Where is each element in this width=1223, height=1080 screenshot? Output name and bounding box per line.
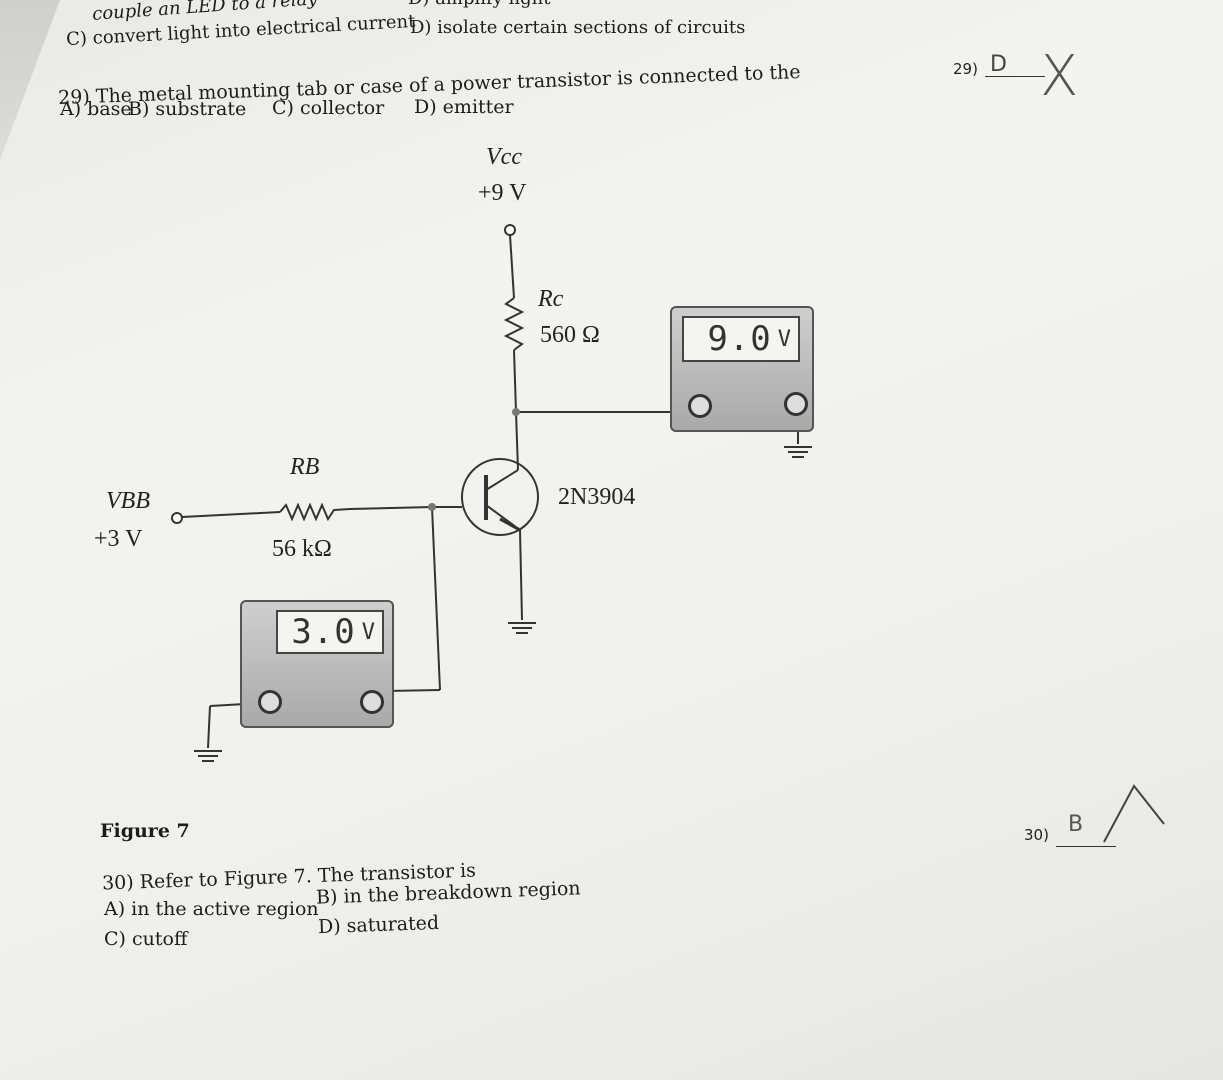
q30-answer: B (1068, 812, 1084, 837)
rc-value: 560 Ω (540, 322, 600, 348)
q29-answer: D (990, 52, 1007, 77)
base-voltage-reading: 3.0 (291, 612, 356, 652)
q30-option-d: D) saturated (317, 911, 440, 939)
rc-label: Rc (538, 286, 564, 312)
collector-voltage-reading: 9.0 (707, 319, 772, 359)
rb-value: 56 kΩ (272, 536, 332, 562)
q29-option-d: D) emitter (414, 96, 514, 118)
meter-b-terminal-icon (360, 690, 384, 714)
q30-option-c: C) cutoff (104, 928, 188, 950)
prev-option-b: D) amplify light (408, 0, 550, 9)
vbb-label: VBB (106, 488, 150, 514)
meter-b-terminal-icon (258, 690, 282, 714)
meter-c-terminal-icon (784, 392, 808, 416)
emitter-ground-symbol (508, 622, 536, 637)
q29-answer-line (985, 76, 1045, 77)
base-voltage-unit: V (361, 619, 376, 645)
q29-option-c: C) collector (272, 97, 385, 119)
q29-answer-label: 29) (953, 60, 978, 78)
prev-option-d: D) isolate certain sections of circuits (410, 17, 746, 38)
q30-check-mark-icon (1103, 784, 1165, 843)
rb-label: RB (290, 454, 320, 480)
transistor-part-number: 2N3904 (558, 484, 636, 510)
meter-c-ground-symbol (784, 446, 812, 461)
q29-option-b: B) substrate (128, 98, 247, 120)
q30-answer-label: 30) (1024, 826, 1049, 844)
q30-answer-line (1056, 846, 1116, 847)
vbb-value: +3 V (94, 526, 143, 552)
vcc-label: Vcc (486, 144, 522, 170)
vcc-value: +9 V (478, 180, 527, 206)
q29-wrong-mark: X (1040, 44, 1079, 109)
q30-option-a: A) in the active region (104, 898, 319, 920)
figure-caption: Figure 7 (100, 820, 190, 842)
meter-c-terminal-icon (688, 394, 712, 418)
collector-voltage-unit: V (777, 326, 792, 352)
q29-option-a: A) base (60, 98, 132, 120)
meter-b-ground-symbol (194, 750, 222, 765)
